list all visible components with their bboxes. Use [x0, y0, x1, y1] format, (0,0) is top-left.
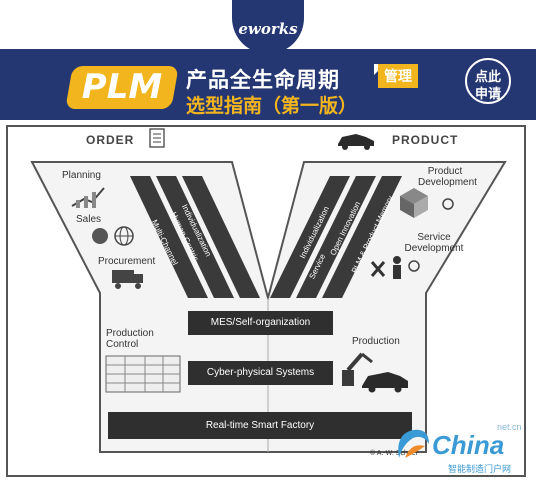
clipboard-icon [149, 128, 165, 148]
left-stripe-2 [156, 176, 234, 298]
right-stripe-2 [296, 176, 376, 298]
copyright-text: © A.-W. Scheer [370, 450, 418, 457]
right-stripe-3 [322, 176, 402, 298]
production-control-label: Production Control [106, 328, 154, 350]
eworks-logo: eworks [238, 20, 298, 38]
lightbulb-icon-product [442, 198, 454, 210]
left-stripe-3 [182, 176, 260, 298]
car-icon-product [338, 134, 374, 150]
product-development-label: Product Development [418, 166, 477, 188]
chart-icon [71, 187, 105, 208]
sales-handshake-icon [92, 228, 108, 244]
watermark-sub: 智能制造门户网 [448, 465, 512, 475]
apply-button[interactable]: 点此 申请 [465, 58, 511, 104]
wrench-icon [370, 261, 386, 277]
service-development-label: Service Development [404, 232, 464, 254]
production-label: Production [352, 336, 400, 347]
sales-label: Sales [76, 214, 102, 225]
car-icon-production [362, 372, 408, 393]
product-heading: PRODUCT [392, 133, 459, 147]
production-control-table [105, 355, 181, 393]
watermark-net: net.cn [497, 422, 522, 432]
page-title: 产品全生命周期 [186, 68, 340, 92]
left-stripe-1 [130, 176, 208, 298]
cube-icon [400, 188, 428, 218]
person-icon [393, 256, 401, 279]
lightbulb-icon-service [408, 260, 420, 272]
apply-button-line2: 申请 [474, 87, 501, 102]
watermark-logo-icon [398, 429, 429, 458]
globe-icon [114, 226, 134, 246]
watermark-name: China [432, 430, 505, 460]
apply-button-line1: 点此 [474, 70, 501, 85]
bar-cps: Cyber-physical Systems [188, 361, 333, 385]
diagram-frame [6, 125, 526, 477]
robot-arm-icon [342, 352, 373, 386]
planning-label: Planning [62, 170, 101, 181]
bar-real-time-factory: Real-time Smart Factory [108, 412, 412, 439]
order-heading: ORDER [86, 133, 135, 147]
plm-label: PLM [81, 67, 163, 107]
truck-icon [112, 270, 143, 289]
title-tag: 管理 [378, 64, 418, 88]
right-stripe-1 [270, 176, 350, 298]
procurement-label: Procurement [98, 256, 156, 267]
bar-mes: MES/Self-organization [188, 311, 333, 335]
page-subtitle: 选型指南（第一版） [186, 95, 358, 117]
